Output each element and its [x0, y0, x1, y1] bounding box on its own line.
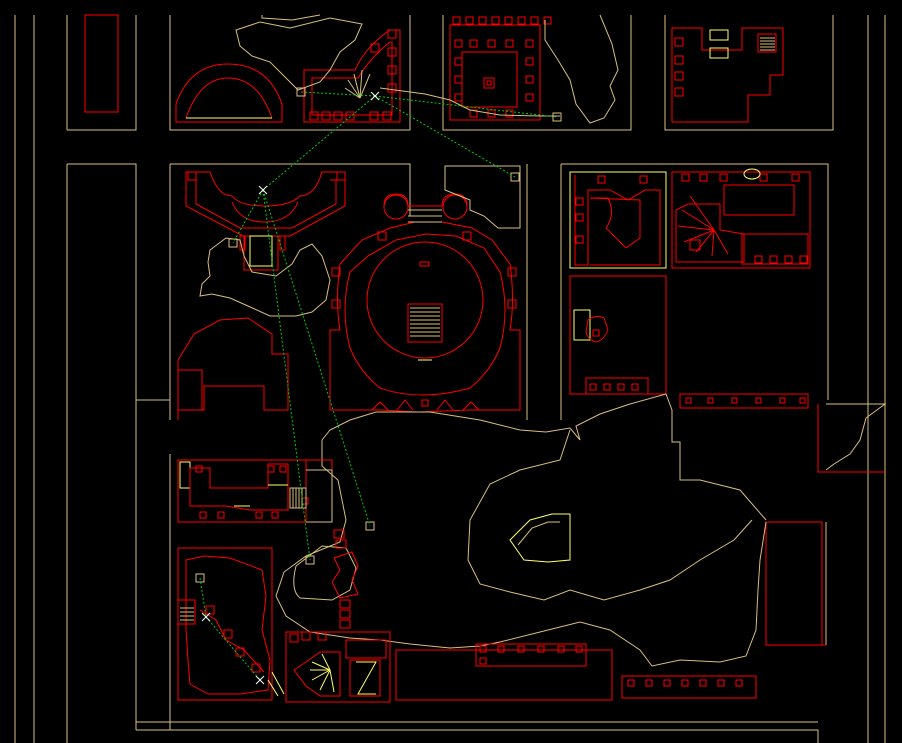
teleport-links: [200, 92, 557, 680]
north-stairs: [345, 38, 775, 98]
thing: [196, 574, 204, 582]
south-buildings: [286, 530, 756, 702]
arena-details: [408, 166, 520, 360]
east-buildings: [570, 169, 885, 645]
thing: [229, 239, 237, 247]
player-marker: [259, 186, 267, 194]
player-markers: [202, 92, 379, 684]
player-marker: [202, 613, 210, 621]
player-marker: [256, 676, 264, 684]
central-arena: [330, 194, 520, 412]
thing: [297, 88, 305, 96]
outer-boundary-lines: [15, 15, 885, 743]
thing-markers: [196, 88, 561, 582]
player-marker: [371, 92, 379, 100]
thing: [366, 522, 374, 530]
north-terrain: [236, 15, 618, 123]
southwest-stairs: [180, 470, 332, 620]
east-terrain: [666, 394, 885, 520]
thing: [553, 113, 561, 121]
south-details: [136, 654, 376, 730]
west-terrain: [136, 238, 330, 400]
south-courtyard: [276, 394, 766, 666]
west-hall: [178, 172, 345, 420]
thing: [511, 173, 519, 181]
north-buildings: [85, 15, 783, 122]
thing: [306, 556, 314, 564]
